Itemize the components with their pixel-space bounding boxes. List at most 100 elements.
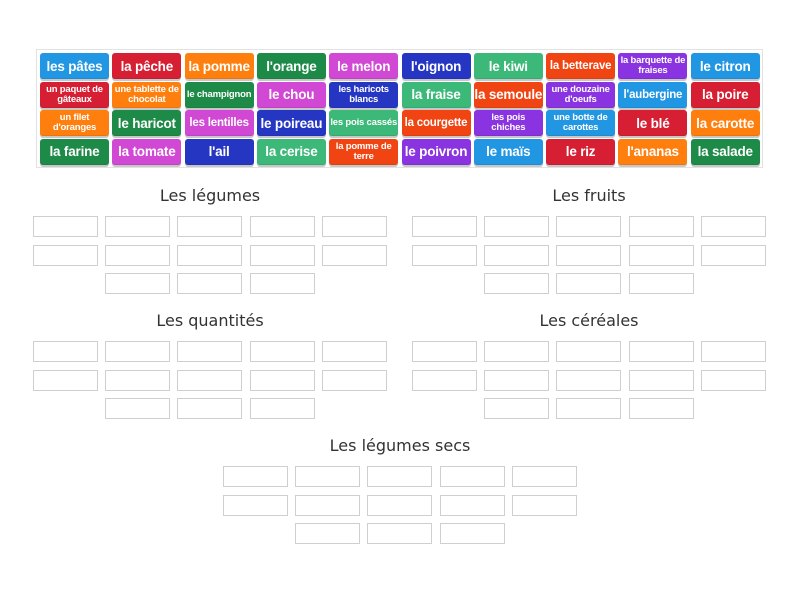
drop-slot-legumes-secs[interactable] — [295, 494, 361, 516]
drop-slot-cereales[interactable] — [700, 369, 766, 391]
draggable-tile[interactable]: les pois cassés — [329, 110, 399, 136]
draggable-tile[interactable]: la pomme de terre — [329, 138, 399, 165]
draggable-tile[interactable]: une botte de carottes — [546, 110, 616, 136]
draggable-tile[interactable]: la pomme — [184, 53, 254, 79]
drop-slot-cereales[interactable] — [556, 398, 622, 419]
drop-slot-cereales[interactable] — [556, 341, 622, 362]
draggable-tile[interactable]: la carotte — [690, 110, 760, 136]
drop-slot-quantites[interactable] — [249, 341, 315, 362]
drop-slot-fruits[interactable] — [628, 244, 694, 266]
draggable-tile[interactable]: les lentilles — [184, 110, 254, 136]
draggable-tile[interactable]: le haricot — [112, 110, 182, 136]
draggable-tile[interactable]: l'ail — [184, 138, 254, 165]
drop-slot-fruits[interactable] — [484, 216, 550, 237]
draggable-tile[interactable]: les pois chiches — [473, 110, 543, 136]
drop-slot-fruits[interactable] — [556, 244, 622, 266]
draggable-tile[interactable]: le blé — [618, 110, 688, 136]
drop-slot-legumes[interactable] — [249, 244, 315, 266]
drop-slot-legumes-secs[interactable] — [223, 466, 288, 487]
drop-slot-fruits[interactable] — [484, 273, 550, 294]
draggable-tile[interactable]: le champignon — [184, 81, 254, 108]
drop-slot-cereales[interactable] — [412, 341, 477, 362]
drop-slot-legumes[interactable] — [249, 273, 315, 294]
drop-slot-legumes-secs[interactable] — [223, 494, 288, 516]
draggable-tile[interactable]: la salade — [690, 138, 760, 165]
drop-slot-legumes-secs[interactable] — [511, 466, 577, 487]
drop-slot-cereales[interactable] — [484, 341, 550, 362]
draggable-tile[interactable]: les haricots blancs — [329, 81, 399, 108]
drop-slot-fruits[interactable] — [484, 244, 550, 266]
drop-slot-quantites[interactable] — [105, 369, 171, 391]
drop-slot-quantites[interactable] — [177, 369, 243, 391]
drop-slot-legumes[interactable] — [321, 244, 387, 266]
draggable-tile[interactable]: la courgette — [401, 110, 471, 136]
draggable-tile[interactable]: une douzaine d'oeufs — [546, 81, 616, 108]
drop-slot-quantites[interactable] — [177, 398, 243, 419]
drop-slot-quantites[interactable] — [177, 341, 243, 362]
drop-slot-cereales[interactable] — [484, 369, 550, 391]
drop-slot-legumes[interactable] — [105, 244, 171, 266]
draggable-tile[interactable]: le poireau — [256, 110, 326, 136]
draggable-tile[interactable]: la tomate — [112, 138, 182, 165]
draggable-tile[interactable]: la semoule — [473, 81, 543, 108]
draggable-tile[interactable]: la cerise — [256, 138, 326, 165]
drop-slot-legumes-secs[interactable] — [511, 494, 577, 516]
draggable-tile[interactable]: la farine — [40, 138, 109, 165]
draggable-tile[interactable]: l'oignon — [401, 53, 471, 79]
drop-slot-fruits[interactable] — [412, 244, 477, 266]
drop-slot-legumes[interactable] — [249, 216, 315, 237]
drop-slot-legumes-secs[interactable] — [439, 494, 505, 516]
drop-slot-fruits[interactable] — [700, 216, 766, 237]
drop-slot-fruits[interactable] — [628, 216, 694, 237]
draggable-tile[interactable]: la pêche — [112, 53, 182, 79]
draggable-tile[interactable]: l'orange — [256, 53, 326, 79]
draggable-tile[interactable]: la betterave — [546, 53, 616, 79]
drop-slot-legumes-secs[interactable] — [295, 466, 361, 487]
drop-slot-cereales[interactable] — [412, 369, 477, 391]
draggable-tile[interactable]: le kiwi — [473, 53, 543, 79]
drop-slot-quantites[interactable] — [321, 369, 387, 391]
drop-slot-legumes-secs[interactable] — [295, 523, 361, 544]
drop-slot-fruits[interactable] — [628, 273, 694, 294]
drop-slot-legumes[interactable] — [177, 216, 243, 237]
drop-slot-legumes[interactable] — [105, 216, 171, 237]
drop-slot-quantites[interactable] — [249, 369, 315, 391]
draggable-tile[interactable]: la poire — [690, 81, 760, 108]
draggable-tile[interactable]: l'aubergine — [618, 81, 688, 108]
drop-slot-legumes-secs[interactable] — [439, 466, 505, 487]
drop-slot-cereales[interactable] — [484, 398, 550, 419]
drop-slot-quantites[interactable] — [33, 341, 98, 362]
drop-slot-cereales[interactable] — [628, 341, 694, 362]
drop-slot-quantites[interactable] — [321, 341, 387, 362]
drop-slot-legumes-secs[interactable] — [367, 494, 433, 516]
drop-slot-cereales[interactable] — [628, 398, 694, 419]
draggable-tile[interactable]: le melon — [329, 53, 399, 79]
drop-slot-legumes-secs[interactable] — [439, 523, 505, 544]
draggable-tile[interactable]: la fraise — [401, 81, 471, 108]
drop-slot-quantites[interactable] — [33, 369, 98, 391]
drop-slot-fruits[interactable] — [556, 216, 622, 237]
draggable-tile[interactable]: le riz — [546, 138, 616, 165]
drop-slot-legumes[interactable] — [33, 216, 98, 237]
draggable-tile[interactable]: un filet d'oranges — [40, 110, 109, 136]
drop-slot-quantites[interactable] — [105, 341, 171, 362]
drop-slot-cereales[interactable] — [556, 369, 622, 391]
drop-slot-cereales[interactable] — [628, 369, 694, 391]
drop-slot-cereales[interactable] — [700, 341, 766, 362]
draggable-tile[interactable]: le chou — [256, 81, 326, 108]
drop-slot-fruits[interactable] — [412, 216, 477, 237]
drop-slot-legumes[interactable] — [321, 216, 387, 237]
drop-slot-legumes-secs[interactable] — [367, 466, 433, 487]
drop-slot-legumes[interactable] — [177, 244, 243, 266]
drop-slot-legumes-secs[interactable] — [367, 523, 433, 544]
draggable-tile[interactable]: le poivron — [401, 138, 471, 165]
drop-slot-legumes[interactable] — [105, 273, 171, 294]
draggable-tile[interactable]: une tablette de chocolat — [112, 81, 182, 108]
drop-slot-quantites[interactable] — [105, 398, 171, 419]
draggable-tile[interactable]: les pâtes — [40, 53, 109, 79]
draggable-tile[interactable]: l'ananas — [618, 138, 688, 165]
draggable-tile[interactable]: un paquet de gâteaux — [40, 81, 109, 108]
draggable-tile[interactable]: le citron — [690, 53, 760, 79]
drop-slot-fruits[interactable] — [700, 244, 766, 266]
drop-slot-quantites[interactable] — [249, 398, 315, 419]
